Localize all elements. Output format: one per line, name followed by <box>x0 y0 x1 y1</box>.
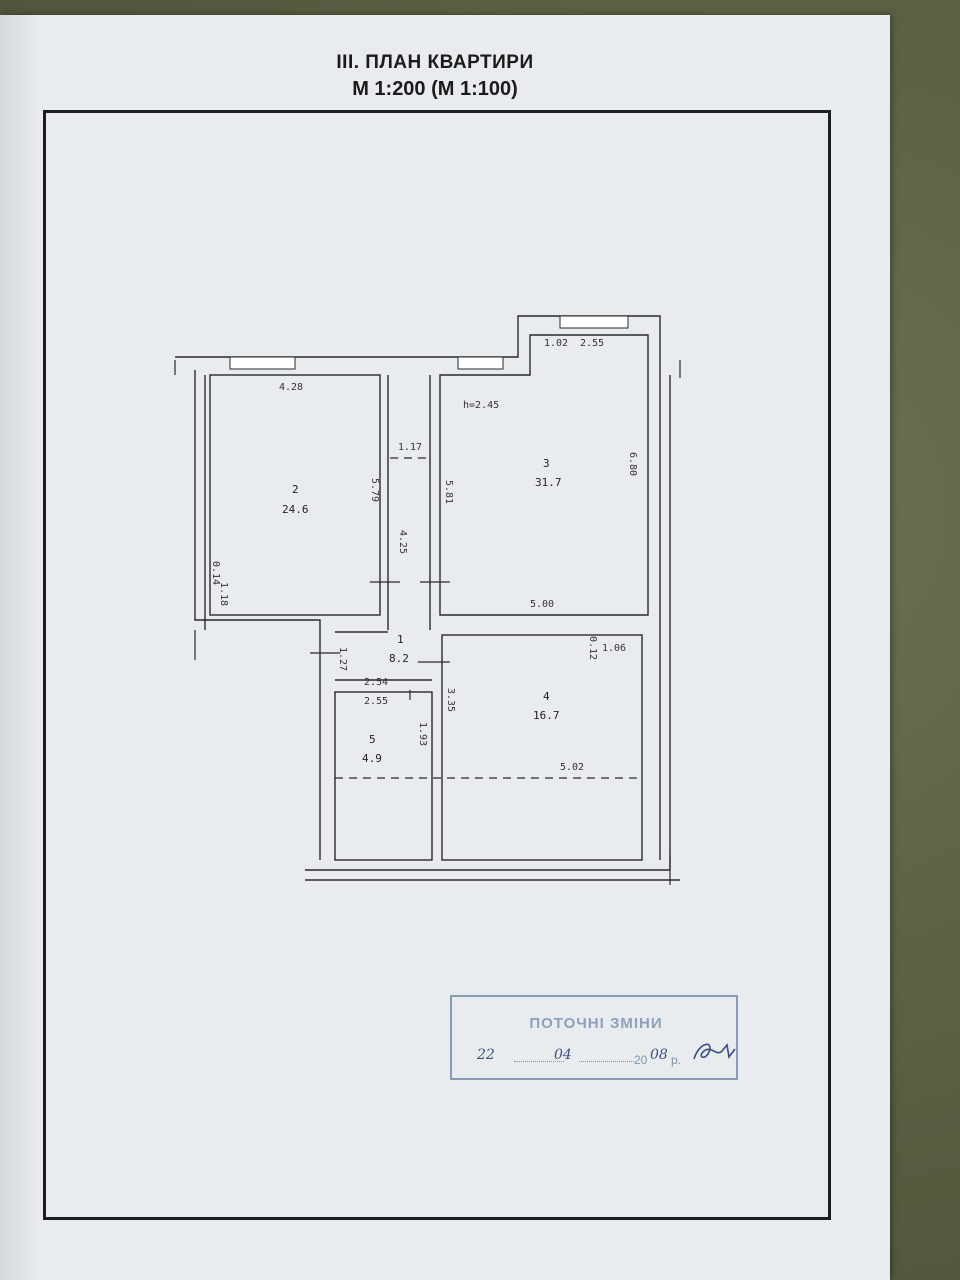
dim-2-54: 2.54 <box>364 677 388 688</box>
room-1-number: 1 <box>397 633 404 646</box>
outer-wall-top <box>175 315 661 375</box>
stamp-month: 04 <box>554 1047 572 1063</box>
dim-1-06: 1.06 <box>602 643 626 654</box>
signature-mark <box>693 1043 736 1060</box>
dim-0-12: 0.12 <box>587 636 598 660</box>
stamp-title: ПОТОЧНІ ЗМІНИ <box>529 1015 663 1032</box>
dim-6-80: 6.80 <box>627 452 638 476</box>
dim-5-02: 5.02 <box>560 762 584 773</box>
window-room-2 <box>229 356 296 370</box>
room-5-outline <box>334 691 433 861</box>
room-1-area: 8.2 <box>389 652 409 665</box>
page-fold-edge <box>0 15 38 1280</box>
dim-1-93: 1.93 <box>417 722 428 746</box>
revision-stamp: ПОТОЧНІ ЗМІНИ 22 04 20 08 р. <box>450 995 738 1080</box>
window-room-3-top <box>559 315 629 329</box>
dim-1-27: 1.27 <box>337 647 348 671</box>
dim-2-55: 2.55 <box>364 696 388 707</box>
stamp-year-prefix: 20 <box>634 1053 648 1067</box>
room-5-number: 5 <box>369 733 376 746</box>
room-2-number: 2 <box>292 483 299 496</box>
stamp-year-unit: р. <box>671 1053 682 1067</box>
room-2-area: 24.6 <box>282 503 309 516</box>
dim-4-25: 4.25 <box>397 530 408 554</box>
document-page <box>0 15 890 1280</box>
drawing-frame <box>43 110 831 1220</box>
room-5-area: 4.9 <box>362 752 382 765</box>
outer-wall-left <box>194 370 321 860</box>
dim-1-17: 1.17 <box>398 442 422 453</box>
room-3-number: 3 <box>543 457 550 470</box>
stamp-month-line <box>579 1061 634 1062</box>
dim-5-79: 5.79 <box>369 478 380 502</box>
dim-5-81: 5.81 <box>443 480 454 504</box>
ceiling-height: h=2.45 <box>463 400 499 411</box>
dim-1-18: 1.18 <box>218 582 229 606</box>
dim-2-55-top: 2.55 <box>580 338 604 349</box>
room-3-outline <box>439 334 649 616</box>
page-title: III. ПЛАН КВАРТИРИ <box>336 52 534 73</box>
corridor-walls <box>387 375 431 630</box>
stamp-day-line <box>514 1061 564 1062</box>
room-4-area: 16.7 <box>533 709 560 722</box>
window-room-3-left <box>457 356 504 370</box>
dim-5-00: 5.00 <box>530 599 554 610</box>
room-4-outline <box>441 634 643 861</box>
dim-4-28: 4.28 <box>279 382 303 393</box>
room-4-number: 4 <box>543 690 550 703</box>
room-2-outline <box>209 374 381 616</box>
stamp-day: 22 <box>477 1047 495 1063</box>
scale-caption: М 1:200 (М 1:100) <box>352 78 518 100</box>
room-3-area: 31.7 <box>535 476 562 489</box>
dim-1-02: 1.02 <box>544 338 568 349</box>
stamp-year-suffix: 08 <box>650 1047 668 1063</box>
dim-3-35: 3.35 <box>445 688 456 712</box>
dim-0-14: 0.14 <box>210 561 221 585</box>
